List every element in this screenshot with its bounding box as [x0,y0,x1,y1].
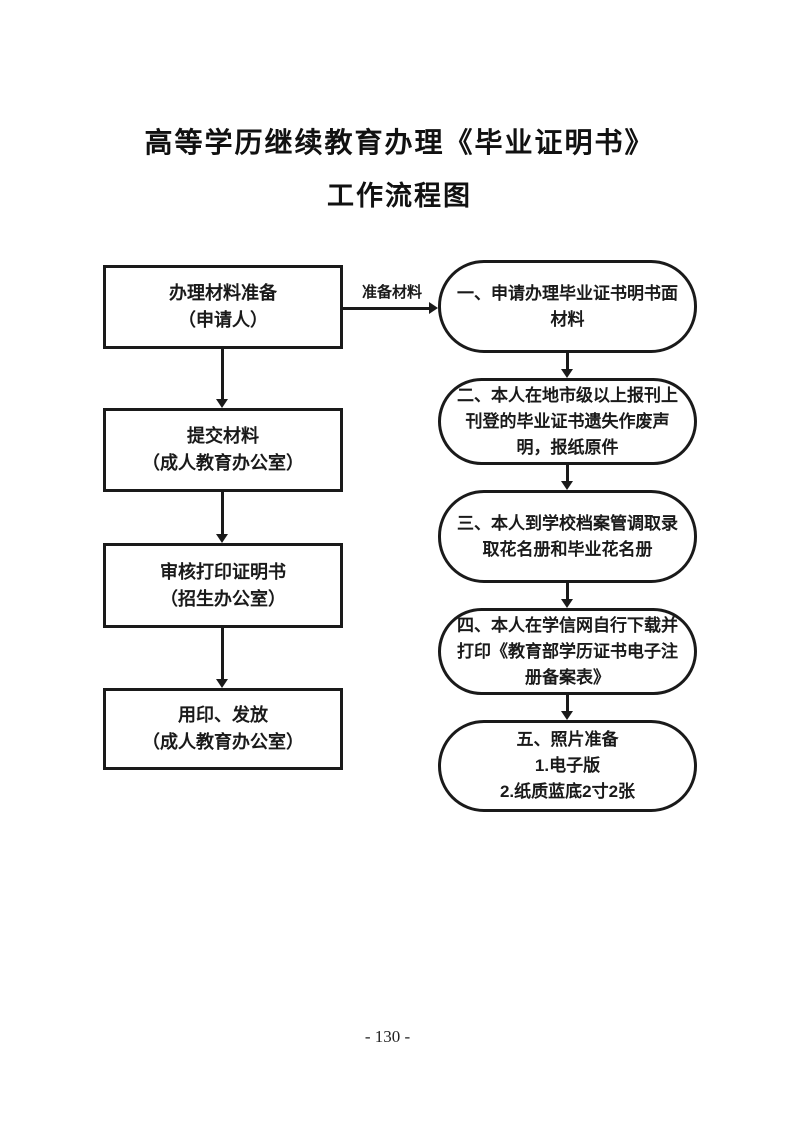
step-box-submit-materials: 提交材料 （成人教育办公室） [103,408,343,492]
step-box-text: 审核打印证明书 （招生办公室） [160,561,286,609]
material-box-text: 五、照片准备 1.电子版 2.纸质蓝底2寸2张 [499,730,636,801]
down-arrow-connector [566,465,569,481]
step-box-text: 用印、发放 （成人教育办公室） [142,705,304,752]
material-box-chsi-record-form: 四、本人在学信网自行下载并 打印《教育部学历证书电子注 册备案表》 [438,608,697,695]
step-box-text: 提交材料 （成人教育办公室） [142,426,304,473]
material-box-archive-rosters: 三、本人到学校档案管调取录 取花名册和毕业花名册 [438,490,697,583]
material-box-photo-preparation: 五、照片准备 1.电子版 2.纸质蓝底2寸2张 [438,720,697,812]
material-box-newspaper-declaration: 二、本人在地市级以上报刊上 刊登的毕业证书遗失作废声 明，报纸原件 [438,378,697,465]
right-arrow-connector [343,307,429,310]
down-arrow-connector [221,492,224,534]
down-arrow-connector [566,695,569,711]
down-arrow-connector [566,353,569,369]
material-box-text: 一、申请办理毕业证书明书面 材料 [457,283,678,329]
page-title-line1: 高等学历继续教育办理《毕业证明书》 [144,128,655,159]
material-box-text: 三、本人到学校档案管调取录 取花名册和毕业花名册 [457,513,678,559]
down-arrow-connector [566,583,569,599]
down-arrow-connector [221,349,224,399]
step-box-text: 办理材料准备 （申请人） [169,283,277,330]
page-number: - 130 - [364,1027,411,1046]
connector-label: 准备材料 [361,284,422,301]
material-box-text: 四、本人在学信网自行下载并 打印《教育部学历证书电子注 册备案表》 [457,615,678,687]
material-box-text: 二、本人在地市级以上报刊上 刊登的毕业证书遗失作废声 明，报纸原件 [457,385,678,457]
step-box-seal-and-issue: 用印、发放 （成人教育办公室） [103,688,343,770]
page-title-line2: 工作流程图 [327,181,472,211]
step-box-review-print-certificate: 审核打印证明书 （招生办公室） [103,543,343,628]
down-arrow-connector [221,628,224,679]
material-box-written-application: 一、申请办理毕业证书明书面 材料 [438,260,697,353]
step-box-material-preparation: 办理材料准备 （申请人） [103,265,343,349]
